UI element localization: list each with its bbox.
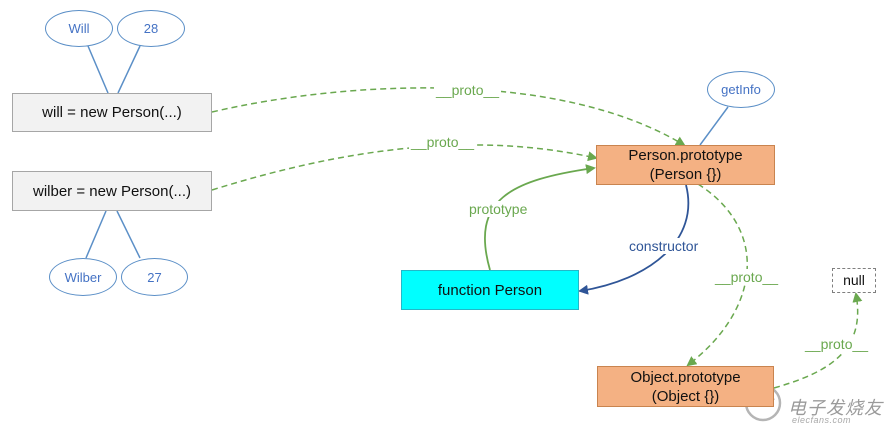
wilber-proto-label: __proto__ xyxy=(409,134,477,150)
function-person-label: function Person xyxy=(437,281,543,299)
object-proto-edge xyxy=(773,292,863,389)
person-prototype-line1: Person.prototype xyxy=(628,147,743,164)
null-label: null xyxy=(843,272,865,288)
constructor-edge xyxy=(578,184,690,295)
will-instance-label: will = new Person(...) xyxy=(42,104,182,121)
constructor-label: constructor xyxy=(627,238,701,254)
function-person-box: function Person xyxy=(401,270,579,310)
object-prototype-line2: (Object {}) xyxy=(651,387,720,405)
wilber-age-oval: 27 xyxy=(121,258,188,296)
person-prototype-box: Person.prototype (Person {}) xyxy=(596,145,775,185)
getinfo-connector xyxy=(699,106,729,146)
will-instance-box: will = new Person(...) xyxy=(12,93,212,132)
object-prototype-box: Object.prototype (Object {}) xyxy=(597,366,774,407)
watermark-subtext: elecfans.com xyxy=(792,415,852,425)
watermark: 电子发烧友 elecfans.com xyxy=(746,384,886,428)
will-age-value: 28 xyxy=(143,21,159,36)
wilber-name-connector xyxy=(85,210,107,259)
object-prototype-line1: Object.prototype xyxy=(630,368,741,386)
will-proto-label: __proto__ xyxy=(434,82,502,98)
wilber-proto-edge xyxy=(211,144,598,191)
watermark-text: 电子发烧友 xyxy=(788,398,883,419)
will-name-value: Will xyxy=(68,21,90,36)
will-name-connector xyxy=(87,45,109,94)
wilber-instance-box: wilber = new Person(...) xyxy=(12,171,212,211)
wilber-instance-label: wilber = new Person(...) xyxy=(33,182,191,200)
prototype-label: prototype xyxy=(467,201,530,217)
will-age-connector xyxy=(117,45,141,94)
will-name-oval: Will xyxy=(45,10,113,47)
person-proto-label: __proto__ xyxy=(713,269,781,285)
person-prototype-line2: (Person {}) xyxy=(649,166,722,183)
getinfo-value: getInfo xyxy=(721,82,761,97)
wilber-age-connector xyxy=(116,210,141,259)
object-proto-label: __proto__ xyxy=(803,336,871,352)
getinfo-oval: getInfo xyxy=(707,71,775,108)
null-box: null xyxy=(832,268,876,293)
wilber-age-value: 27 xyxy=(147,269,162,285)
wilber-name-value: Wilber xyxy=(64,269,102,285)
will-age-oval: 28 xyxy=(117,10,185,47)
prototype-edge xyxy=(484,164,596,271)
wilber-name-oval: Wilber xyxy=(49,258,117,296)
